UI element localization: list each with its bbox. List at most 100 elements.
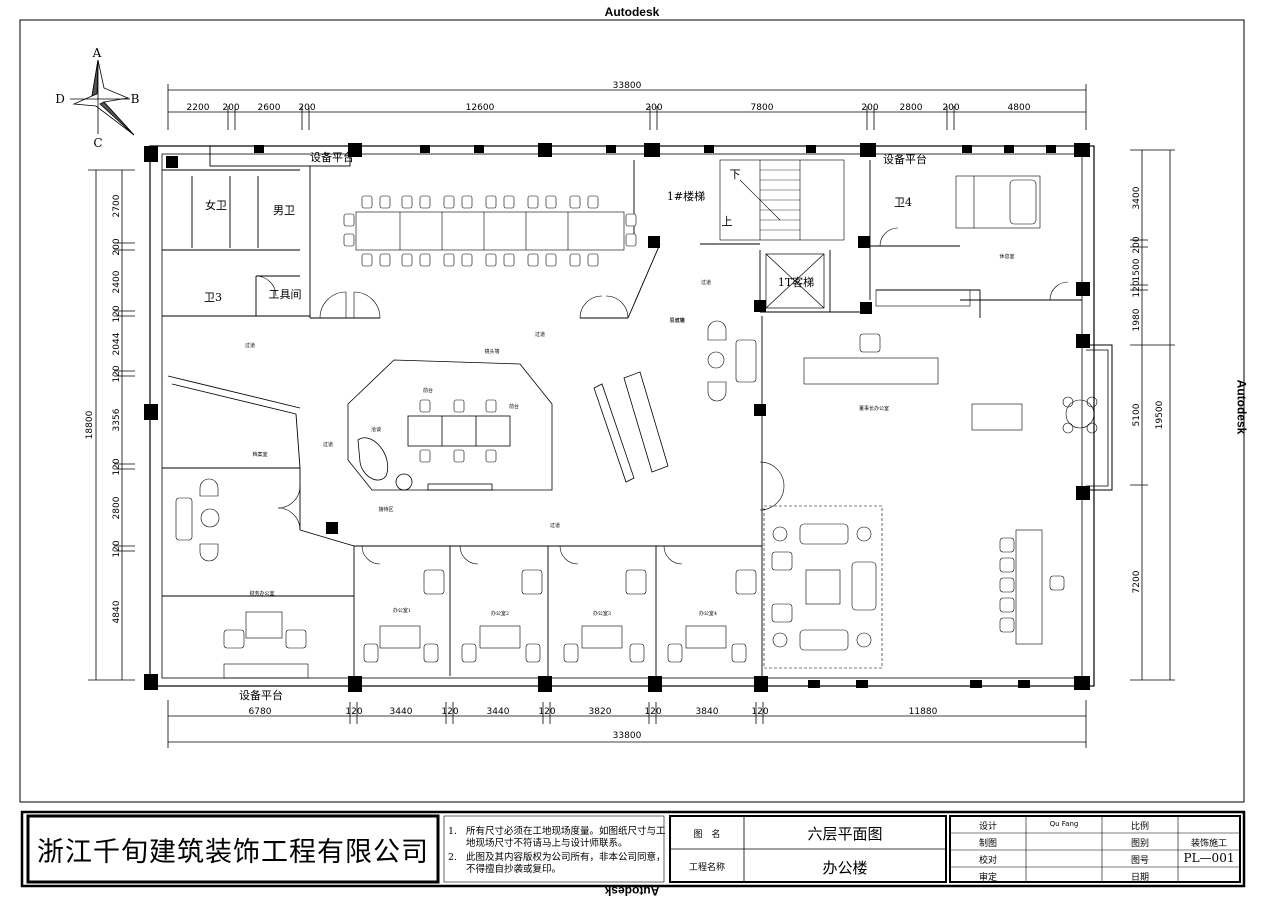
outer-walls bbox=[149, 145, 1113, 687]
dim-top-seg: 2600 bbox=[258, 103, 281, 113]
label-corridor: 过道 bbox=[675, 317, 685, 324]
dimension-left bbox=[88, 169, 135, 681]
label-corridor: 过道 bbox=[701, 279, 711, 286]
dim-bottom-seg: 3440 bbox=[390, 707, 413, 717]
date-label: 日期 bbox=[1130, 873, 1149, 883]
dim-top-seg: 2800 bbox=[900, 103, 923, 113]
dim-right-seg: 7200 bbox=[1132, 570, 1142, 593]
interior-walls bbox=[162, 145, 1082, 676]
dim-bottom-seg: 3840 bbox=[696, 707, 719, 717]
label-lobby: 前台 bbox=[509, 403, 519, 410]
dim-bottom-seg: 11880 bbox=[909, 707, 938, 717]
label-small: 镜头墙 bbox=[484, 348, 499, 355]
drawing-number: PL—001 bbox=[1183, 851, 1235, 865]
label-corridor: 过道 bbox=[245, 342, 255, 349]
dim-left-seg: 120 bbox=[112, 305, 122, 322]
dim-bottom-seg: 120 bbox=[441, 707, 458, 717]
dim-left-seg: 120 bbox=[112, 458, 122, 475]
label-finance: 财务办公室 bbox=[249, 590, 274, 597]
dim-top-seg: 7800 bbox=[751, 103, 774, 113]
dim-bottom-seg: 120 bbox=[345, 707, 362, 717]
note-1-line-1: 所有尺寸必须在工地现场度量。如图纸尺寸与工 bbox=[466, 826, 666, 837]
dim-top-seg: 200 bbox=[861, 103, 878, 113]
category-label: 图别 bbox=[1130, 839, 1149, 849]
dim-bottom-seg: 3820 bbox=[589, 707, 612, 717]
check-label: 校对 bbox=[978, 856, 997, 866]
elevator-shaft bbox=[765, 253, 825, 309]
designer-name: Qu Fang bbox=[1049, 820, 1079, 828]
dim-top-seg: 4800 bbox=[1008, 103, 1031, 113]
compass-c: C bbox=[93, 136, 102, 150]
titleblock-frame bbox=[20, 810, 1246, 888]
dim-top-seg: 12600 bbox=[466, 103, 495, 113]
label-office2: 办公室2 bbox=[491, 610, 509, 617]
draw-label: 制图 bbox=[978, 839, 997, 849]
dim-bottom-total: 33800 bbox=[613, 731, 642, 741]
dim-right-seg: 1500 bbox=[1132, 258, 1142, 281]
lounge-seats bbox=[199, 320, 757, 562]
staircase bbox=[719, 159, 845, 241]
conference-table bbox=[355, 211, 625, 251]
dim-bottom-seg: 3440 bbox=[487, 707, 510, 717]
dim-bottom-seg: 6780 bbox=[249, 707, 272, 717]
label-small: 展示墙 bbox=[669, 317, 684, 324]
dim-top-seg: 200 bbox=[942, 103, 959, 113]
dim-top-total: 33800 bbox=[613, 81, 642, 91]
dim-left-seg: 2044 bbox=[112, 332, 122, 355]
label-stair: 1#楼梯 bbox=[667, 189, 705, 203]
compass-a: A bbox=[92, 46, 102, 60]
compass-b: B bbox=[131, 92, 140, 106]
dim-top-seg: 200 bbox=[222, 103, 239, 113]
watermark-top: Autodesk bbox=[604, 5, 660, 19]
label-rest: 休息室 bbox=[999, 253, 1014, 260]
label-small: 前台 bbox=[423, 387, 433, 394]
note-2-line-2: 不得擅自抄袭或复印。 bbox=[466, 864, 562, 875]
label-equip-bottom: 设备平台 bbox=[239, 688, 283, 702]
dim-right-seg: 3400 bbox=[1132, 186, 1142, 209]
dimension-top bbox=[167, 84, 1087, 130]
label-equip-top-right: 设备平台 bbox=[883, 152, 927, 166]
label-reception: 接待区 bbox=[378, 506, 393, 513]
label-chairman: 董事长办公室 bbox=[859, 405, 889, 412]
finance-furniture bbox=[175, 497, 309, 679]
dim-left-total: 18800 bbox=[85, 410, 95, 439]
company-name: 浙江千旬建筑装饰工程有限公司 bbox=[37, 837, 429, 868]
dim-bottom-seg: 120 bbox=[751, 707, 768, 717]
dim-bottom-seg: 120 bbox=[644, 707, 661, 717]
reception-island bbox=[347, 359, 553, 491]
label-small: 洽谈 bbox=[371, 426, 381, 433]
display-boards bbox=[593, 371, 669, 483]
project-name: 办公楼 bbox=[822, 859, 868, 877]
dimension-right bbox=[1130, 149, 1175, 681]
label-elevator: 1T客梯 bbox=[778, 275, 814, 289]
label-corridor: 过道 bbox=[535, 331, 545, 338]
label-office3: 办公室3 bbox=[593, 610, 611, 617]
label-stair-up: 上 bbox=[722, 215, 733, 228]
number-label: 图号 bbox=[1130, 856, 1149, 866]
compass-rose-icon bbox=[70, 59, 135, 136]
restroom-bed bbox=[875, 175, 1041, 307]
label-wc4: 卫4 bbox=[894, 196, 912, 209]
label-tool-room: 工具间 bbox=[269, 288, 302, 301]
label-equip-top-left: 设备平台 bbox=[310, 150, 354, 164]
note-1-line-2: 地现场尺寸不符请马上与设计师联系。 bbox=[466, 838, 628, 849]
dim-top-seg: 200 bbox=[645, 103, 662, 113]
note-2-line-1: 此图及其内容版权为公司所有，非本公司同意， bbox=[466, 852, 666, 863]
label-corridor: 过道 bbox=[550, 522, 560, 529]
label-wc3: 卫3 bbox=[204, 291, 222, 304]
dim-right-seg: 200 bbox=[1132, 236, 1142, 253]
dim-right-seg: 120 bbox=[1132, 280, 1142, 297]
label-corridor: 过道 bbox=[323, 441, 333, 448]
dim-left-seg: 3356 bbox=[112, 408, 122, 431]
office-furniture bbox=[363, 569, 757, 663]
label-men-wc: 男卫 bbox=[273, 204, 295, 217]
design-label: 设计 bbox=[978, 822, 997, 832]
category-value: 装饰施工 bbox=[1190, 839, 1227, 849]
scale-label: 比例 bbox=[1130, 822, 1149, 832]
dim-left-seg: 4840 bbox=[112, 600, 122, 623]
label-office1: 办公室1 bbox=[393, 607, 411, 614]
chairman-furniture bbox=[763, 333, 1098, 669]
dim-top-seg: 200 bbox=[298, 103, 315, 113]
label-office4: 办公室4 bbox=[699, 610, 717, 617]
